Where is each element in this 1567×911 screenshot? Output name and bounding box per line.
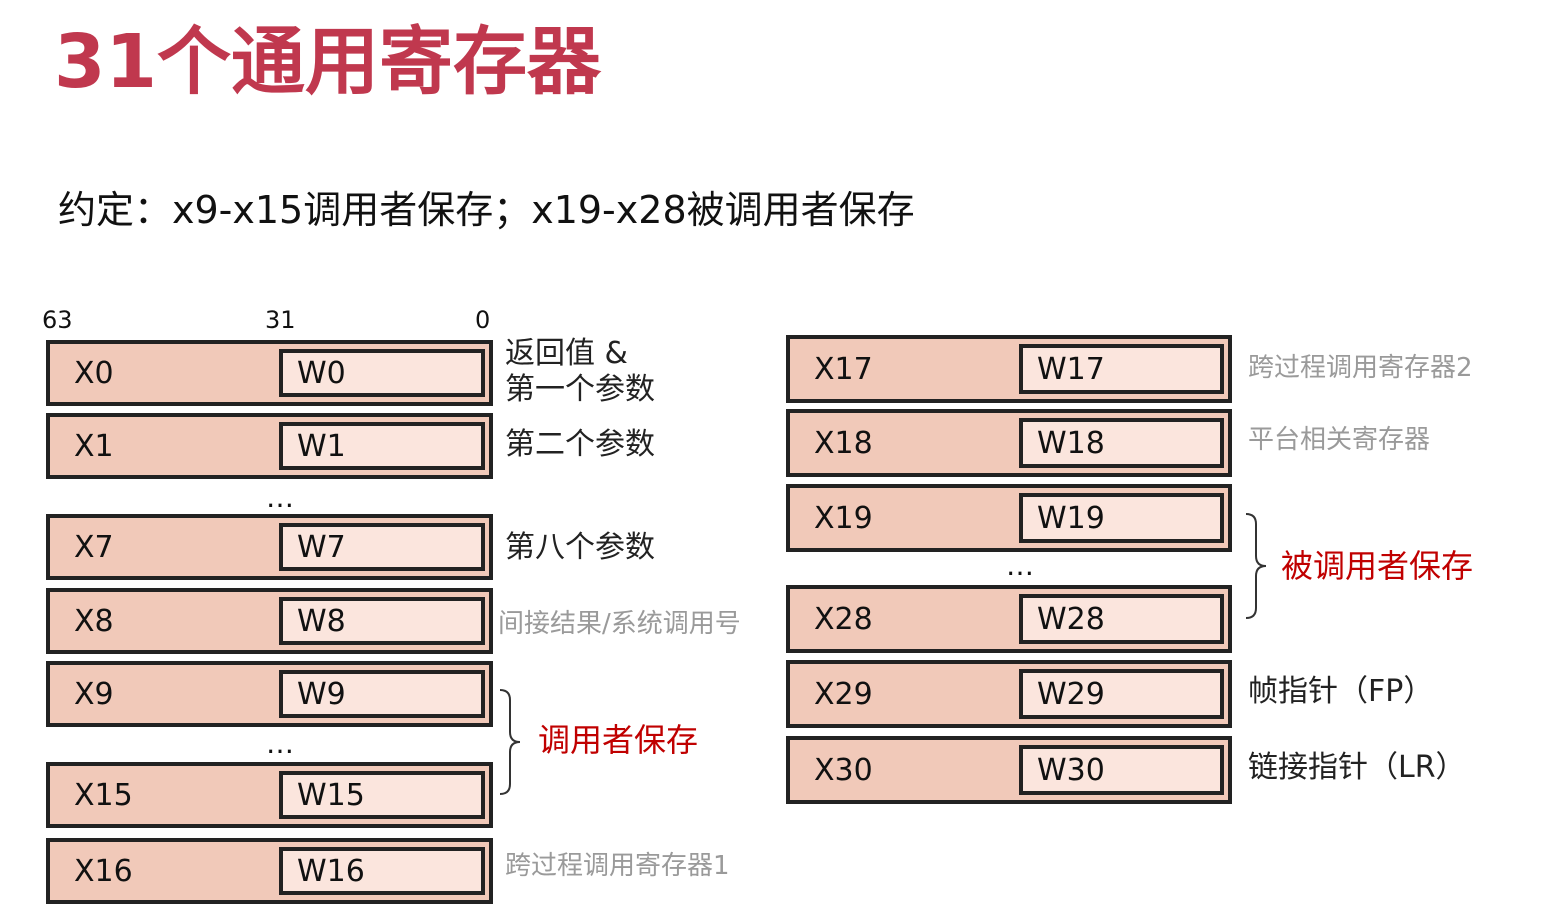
register-w-name: W18: [1019, 418, 1224, 468]
register-w-name: W15: [279, 771, 485, 819]
caller-saved-brace: [499, 689, 521, 795]
register-w-name: W16: [279, 847, 485, 895]
ellipsis: …: [1006, 549, 1034, 582]
register-x-name: X1: [74, 428, 114, 464]
register-w-name: W30: [1019, 745, 1224, 795]
register-x9: X9 W9: [46, 661, 493, 727]
label-x1: 第二个参数: [505, 427, 655, 462]
register-x-name: X7: [74, 529, 114, 565]
register-x15: X15 W15: [46, 762, 493, 828]
register-x7: X7 W7: [46, 514, 493, 580]
register-x-name: X19: [814, 500, 873, 536]
ellipsis: …: [266, 727, 294, 760]
page-title: 31个通用寄存器: [54, 19, 601, 105]
label-x17: 跨过程调用寄存器2: [1248, 353, 1473, 383]
register-x-name: X18: [814, 425, 873, 461]
label-caller-saved: 调用者保存: [538, 721, 699, 759]
bit-label-63: 63: [42, 306, 73, 334]
label-callee-saved: 被调用者保存: [1281, 547, 1474, 585]
register-x16: X16 W16: [46, 838, 493, 904]
label-x30: 链接指针（LR）: [1248, 750, 1466, 785]
register-x17: X17 W17: [786, 335, 1232, 403]
register-x29: X29 W29: [786, 660, 1232, 728]
label-x8: 间接结果/系统调用号: [498, 609, 741, 639]
register-x0: X0 W0: [46, 340, 493, 406]
register-x-name: X0: [74, 355, 114, 391]
register-x-name: X15: [74, 777, 133, 813]
register-w-name: W0: [279, 349, 485, 397]
bit-label-0: 0: [475, 306, 491, 334]
register-x8: X8 W8: [46, 588, 493, 654]
register-w-name: W1: [279, 422, 485, 470]
label-x0-line2: 第一个参数: [505, 372, 655, 407]
register-w-name: W8: [279, 597, 485, 645]
register-w-name: W29: [1019, 669, 1224, 719]
register-x1: X1 W1: [46, 413, 493, 479]
label-x18: 平台相关寄存器: [1248, 425, 1431, 455]
register-x-name: X16: [74, 853, 133, 889]
register-x-name: X28: [814, 601, 873, 637]
label-x29: 帧指针（FP）: [1248, 674, 1434, 709]
callee-saved-brace: [1245, 513, 1267, 619]
register-w-name: W7: [279, 523, 485, 571]
register-x28: X28 W28: [786, 585, 1232, 653]
register-w-name: W17: [1019, 344, 1224, 394]
register-x19: X19 W19: [786, 484, 1232, 552]
register-x-name: X8: [74, 603, 114, 639]
register-w-name: W19: [1019, 493, 1224, 543]
register-x-name: X9: [74, 676, 114, 712]
convention-text: 约定：x9-x15调用者保存；x19-x28被调用者保存: [58, 188, 915, 232]
ellipsis: …: [266, 481, 294, 514]
label-x7: 第八个参数: [505, 530, 655, 565]
register-x-name: X30: [814, 752, 873, 788]
register-w-name: W9: [279, 670, 485, 718]
register-w-name: W28: [1019, 594, 1224, 644]
register-x18: X18 W18: [786, 409, 1232, 477]
register-x30: X30 W30: [786, 736, 1232, 804]
bit-label-31: 31: [265, 306, 296, 334]
register-x-name: X17: [814, 351, 873, 387]
label-x0-line1: 返回值 &: [505, 336, 628, 371]
register-x-name: X29: [814, 676, 873, 712]
label-x16: 跨过程调用寄存器1: [505, 851, 730, 881]
